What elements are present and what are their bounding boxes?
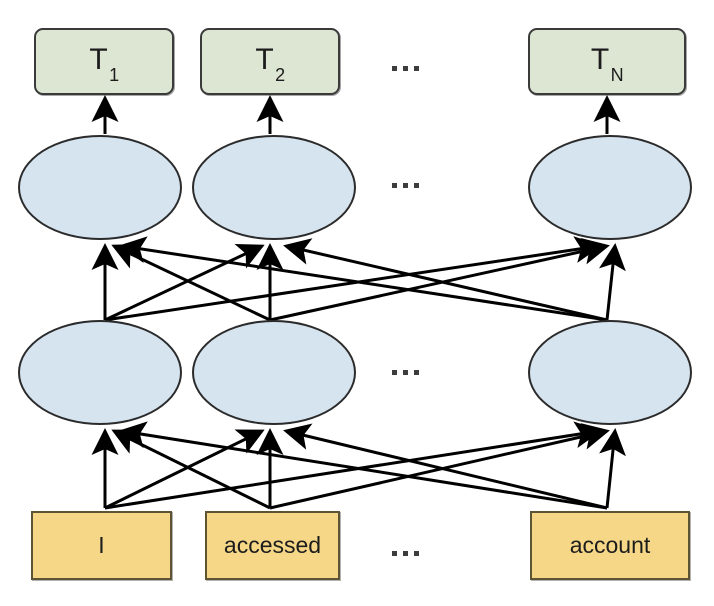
ellipsis-dot (414, 66, 419, 71)
input-layer-ellipsis (392, 551, 419, 556)
hidden2-node-2[interactable] (192, 135, 356, 240)
output-node-t1[interactable]: T1 (34, 28, 174, 95)
ellipsis-dot (392, 66, 397, 71)
ellipsis-dot (392, 370, 397, 375)
hidden-layer-1-ellipsis (392, 370, 419, 375)
output-layer-ellipsis (392, 66, 419, 71)
input-token-n-label: account (569, 532, 651, 558)
output-node-tn-label: TN (590, 42, 625, 85)
input-token-1-label: I (98, 532, 105, 558)
hidden-layer-2-ellipsis (392, 183, 419, 188)
ellipsis-dot (392, 551, 397, 556)
ellipsis-dot (414, 551, 419, 556)
output-node-tn[interactable]: TN (528, 28, 686, 95)
ellipsis-dot (403, 551, 408, 556)
input-token-2-label: accessed (223, 532, 322, 558)
ellipsis-dot (414, 183, 419, 188)
output-node-t1-label: T1 (89, 42, 120, 85)
ellipsis-dot (403, 66, 408, 71)
output-node-t2[interactable]: T2 (200, 28, 340, 95)
hidden1-node-2[interactable] (192, 320, 356, 425)
hidden1-node-n[interactable] (528, 320, 692, 425)
edges-hidden2-to-output (91, 95, 621, 134)
input-token-1[interactable]: I (31, 511, 172, 580)
edges-hidden1-to-hidden2 (91, 236, 626, 322)
hidden2-node-1[interactable] (18, 135, 182, 240)
ellipsis-dot (403, 183, 408, 188)
input-token-2[interactable]: accessed (205, 511, 340, 580)
hidden1-node-1[interactable] (18, 320, 182, 425)
hidden2-node-n[interactable] (528, 135, 692, 240)
output-node-t2-label: T2 (255, 42, 286, 85)
input-token-n[interactable]: account (530, 511, 690, 580)
ellipsis-dot (403, 370, 408, 375)
ellipsis-dot (392, 183, 397, 188)
ellipsis-dot (414, 370, 419, 375)
edges-input-to-hidden1 (91, 421, 626, 510)
